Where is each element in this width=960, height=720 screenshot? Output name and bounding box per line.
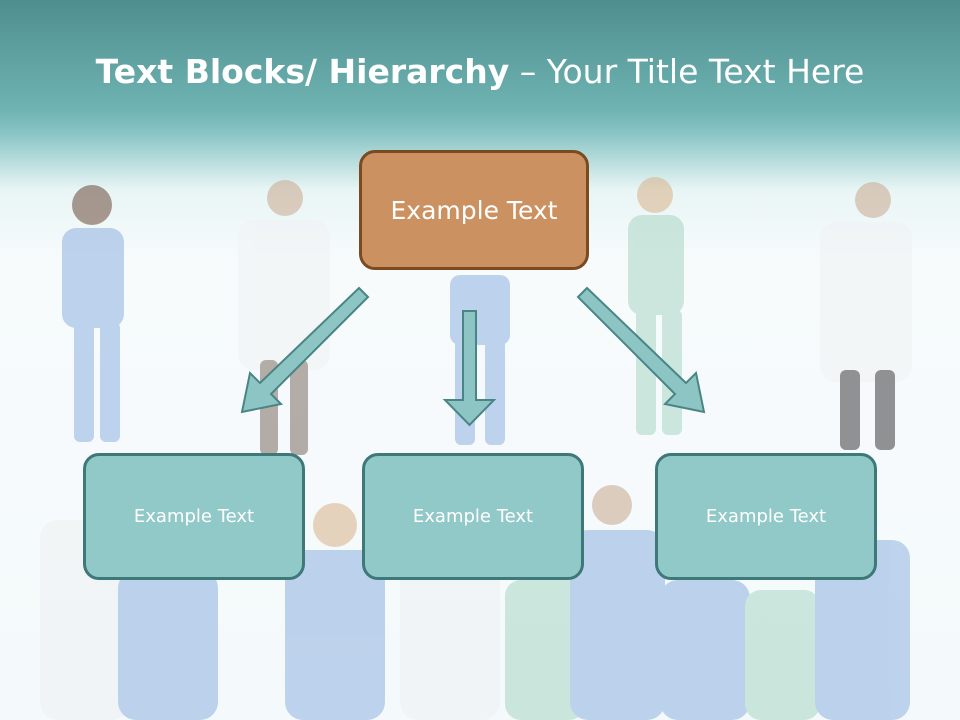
arrow-down xyxy=(442,310,497,427)
title-bold-part: Text Blocks/ Hierarchy xyxy=(95,52,510,91)
arrow-right xyxy=(576,286,706,414)
slide-title: Text Blocks/ Hierarchy – Your Title Text… xyxy=(0,52,960,91)
person-figure xyxy=(820,182,912,450)
arrow-left xyxy=(240,286,370,414)
hierarchy-child-box-1: Example Text xyxy=(83,453,305,580)
title-rest-part: – Your Title Text Here xyxy=(509,52,865,91)
person-figure xyxy=(238,180,330,455)
person-figure xyxy=(62,185,124,442)
hierarchy-root-box: Example Text xyxy=(359,150,589,270)
hierarchy-child-box-3: Example Text xyxy=(655,453,877,580)
hierarchy-child-box-2: Example Text xyxy=(362,453,584,580)
